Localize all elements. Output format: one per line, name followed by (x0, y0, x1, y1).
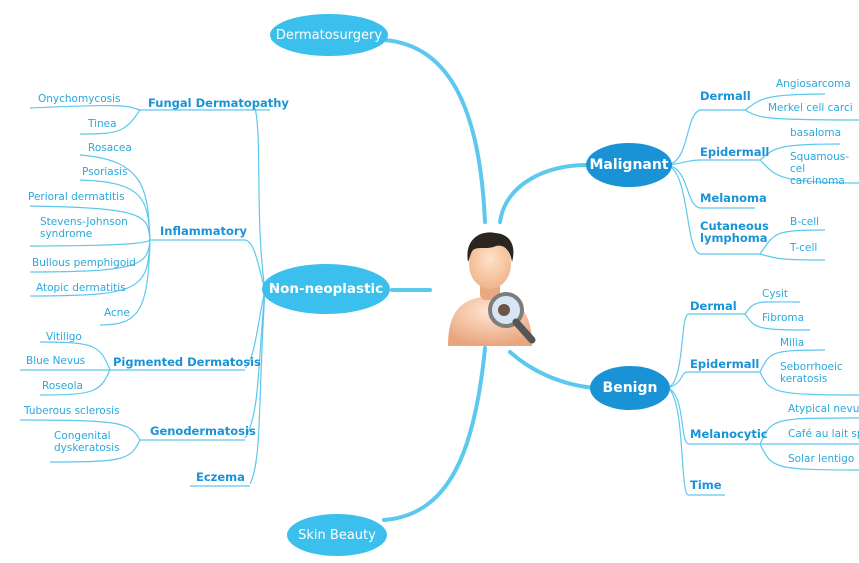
cutaneous-lymphoma-label[interactable]: Cutaneous lymphoma (700, 219, 769, 245)
leaf-onychomycosis[interactable]: Onychomycosis (38, 93, 121, 105)
genodermatosis-label[interactable]: Genodermatosis (150, 424, 256, 438)
leaf-angiosarcoma[interactable]: Angiosarcoma (776, 78, 851, 90)
leaf-basaloma[interactable]: basaloma (790, 127, 842, 139)
leaf-roseola[interactable]: Roseola (42, 380, 83, 392)
benign-node[interactable]: Benign (590, 366, 670, 410)
benign-epidermall-label[interactable]: Epidermall (690, 357, 760, 371)
link-skin-beauty (382, 346, 487, 522)
pigmented-dermatosis-label[interactable]: Pigmented Dermatosis (113, 355, 261, 369)
link-benign (508, 350, 597, 390)
leaf-tuberous-sclerosis[interactable]: Tuberous sclerosis (24, 405, 120, 417)
fungal-dermatopathy-label[interactable]: Fungal Dermatopathy (148, 96, 289, 110)
leaf-acne[interactable]: Acne (104, 307, 130, 319)
leaf-bullous-pemphigoid[interactable]: Bullous pemphigoid (32, 257, 136, 269)
non-neoplastic-node[interactable]: Non-neoplastic (262, 264, 390, 314)
leaf-tinea[interactable]: Tinea (88, 118, 117, 130)
leaf-rosacea[interactable]: Rosacea (88, 142, 132, 154)
leaf-solar-lentigo[interactable]: Solar lentigo (788, 453, 855, 465)
leaf-squamous-cell-carcinoma[interactable]: Squamous-cel carcinoma (790, 151, 849, 187)
leaf-stevens-johnson-syndrome[interactable]: Stevens-Johnson syndrome (40, 216, 128, 240)
leaf-perioral-dermatitis[interactable]: Perioral dermatitis (28, 191, 125, 203)
leaf-milia[interactable]: Milia (780, 337, 805, 349)
malignant-node[interactable]: Malignant (586, 143, 672, 187)
link-malignant (498, 163, 588, 224)
malignant-dermall-label[interactable]: Dermall (700, 89, 751, 103)
leaf-vitiligo[interactable]: Vitiligo (46, 331, 82, 343)
inflammatory-label[interactable]: Inflammatory (160, 224, 248, 238)
benign-dermal-label[interactable]: Dermal (690, 299, 737, 313)
leaf-cysit[interactable]: Cysit (762, 288, 789, 300)
melanoma-label[interactable]: Melanoma (700, 191, 767, 205)
link-dermatosurgery (382, 38, 487, 224)
leaf-atopic-dermatitis[interactable]: Atopic dermatitis (36, 282, 126, 294)
doctor-with-magnifying-glass-icon (448, 232, 536, 346)
malignant-epidermall-label[interactable]: Epidermall (700, 145, 770, 159)
leaf-b-cell[interactable]: B-cell (790, 216, 820, 228)
skin-beauty-node[interactable]: Skin Beauty (287, 514, 387, 556)
leaf-psoriasis[interactable]: Psoriasis (82, 166, 128, 178)
leaf-cafe-au-lait[interactable]: Café au lait sp (788, 428, 859, 440)
melanocytic-label[interactable]: Melanocytic (690, 427, 768, 441)
leaf-blue-nevus[interactable]: Blue Nevus (26, 355, 86, 367)
leaf-atypical-nevus[interactable]: Atypical nevu (788, 403, 859, 415)
leaf-merkel-cell[interactable]: Merkel cell carci (768, 102, 853, 114)
leaf-t-cell[interactable]: T-cell (790, 242, 818, 254)
time-label[interactable]: Time (690, 478, 722, 492)
leaf-fibroma[interactable]: Fibroma (762, 312, 805, 324)
leaf-congenital-dyskeratosis[interactable]: Congenital dyskeratosis (54, 430, 120, 454)
leaf-seborrhoeic-keratosis[interactable]: Seborrhoeic keratosis (780, 361, 843, 385)
eczema-label[interactable]: Eczema (196, 470, 245, 484)
dermatosurgery-node[interactable]: Dermatosurgery (270, 14, 388, 56)
